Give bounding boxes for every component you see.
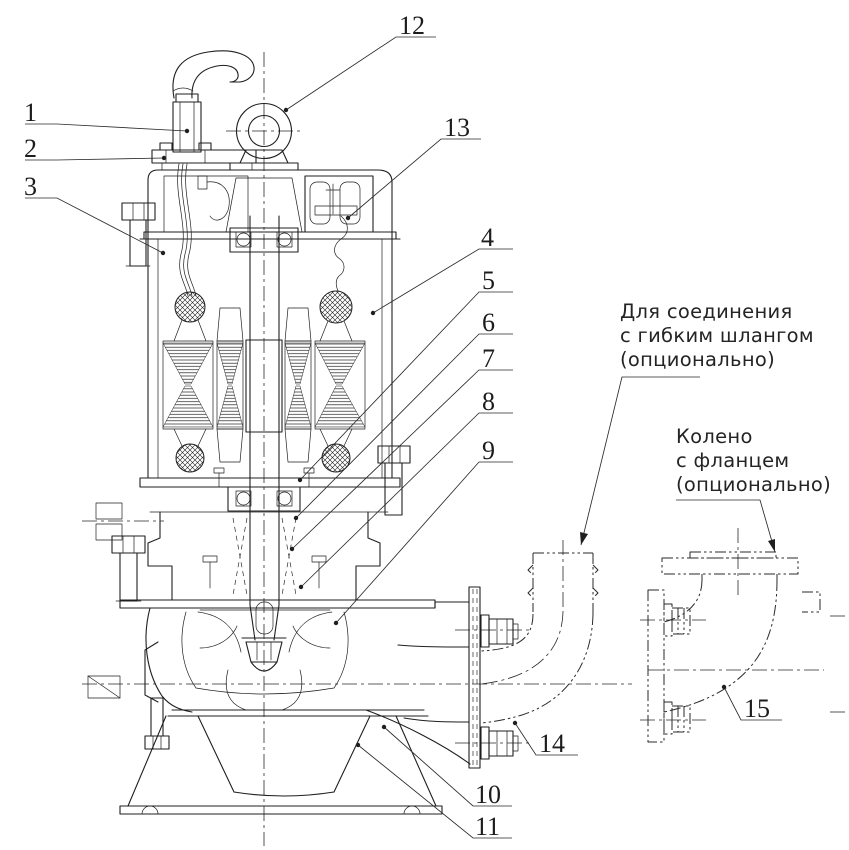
flange-bolts — [480, 614, 519, 760]
flanged-elbow-arrowhead — [768, 539, 775, 552]
impeller — [197, 601, 333, 653]
seal-housing — [95, 502, 381, 601]
leader-4 — [372, 248, 513, 314]
callout-10: 10 — [475, 780, 501, 809]
leader-8 — [300, 412, 513, 588]
stator-windings — [162, 307, 366, 463]
leader-1 — [25, 123, 188, 132]
callout-13: 13 — [444, 113, 470, 142]
annotation-flanged-elbow: Колено с фланцем (опционально) — [676, 425, 831, 553]
cable-hook — [172, 50, 255, 99]
top-cover — [139, 169, 401, 240]
cable-gland — [172, 93, 202, 153]
volute-casing — [119, 599, 471, 765]
callout-7: 7 — [482, 344, 495, 373]
callout-3: 3 — [24, 172, 37, 201]
flexible-hose-line-2: с гибким шлангом — [620, 324, 814, 347]
leader-2 — [25, 157, 165, 161]
flanged-elbow-optional — [647, 551, 821, 743]
flanged-elbow-line-2: с фланцем — [676, 449, 789, 472]
leader-7 — [291, 369, 513, 550]
leader-6 — [295, 333, 513, 519]
flanged-elbow-line-1: Колено — [676, 425, 753, 448]
callout-14: 14 — [539, 729, 565, 758]
callout-6: 6 — [482, 308, 495, 337]
flexible-hose-line-1: Для соединения — [620, 300, 793, 323]
junction-box — [177, 163, 230, 297]
lower-bearing — [213, 467, 315, 512]
callout-9: 9 — [482, 436, 495, 465]
impeller-nut — [225, 637, 303, 711]
callout-1: 1 — [24, 98, 37, 127]
upper-bearing — [229, 227, 299, 253]
leader-10 — [383, 726, 512, 807]
callout-8: 8 — [482, 387, 495, 416]
leader-13 — [347, 138, 481, 219]
callout-15: 15 — [744, 694, 770, 723]
leader-9 — [335, 461, 513, 624]
base-stand — [87, 675, 443, 815]
callout-labels: 1 2 3 4 5 6 7 8 9 10 11 12 13 14 15 — [24, 11, 770, 841]
motor-housing — [139, 238, 401, 513]
hose-elbow-optional — [480, 552, 599, 724]
flexible-hose-line-3: (опционально) — [620, 348, 775, 371]
terminal-block — [304, 175, 374, 292]
leader-15 — [723, 686, 782, 721]
leader-11 — [357, 744, 512, 839]
gland-plate — [151, 142, 257, 171]
callout-4: 4 — [481, 223, 494, 252]
flanged-elbow-arrow-line — [676, 499, 776, 553]
callout-12: 12 — [399, 11, 425, 40]
callout-leaders — [25, 36, 782, 839]
centerlines — [82, 52, 849, 846]
discharge-flange — [468, 586, 481, 769]
coil-ends — [173, 290, 353, 473]
callout-5: 5 — [482, 266, 495, 295]
callout-2: 2 — [24, 134, 37, 163]
leader-14 — [514, 722, 578, 756]
flexible-hose-arrow-line — [580, 376, 700, 546]
leader-12 — [285, 36, 436, 111]
flanged-elbow-line-3: (опционально) — [676, 473, 831, 496]
callout-11: 11 — [475, 812, 500, 841]
annotation-flexible-hose: Для соединения с гибким шлангом (опциона… — [580, 300, 814, 546]
leader-3 — [25, 197, 164, 254]
rotor-shaft — [245, 215, 283, 606]
side-bolts — [111, 202, 411, 602]
mechanical-seal — [202, 517, 327, 596]
leader-5 — [299, 291, 513, 481]
flexible-hose-arrowhead — [580, 532, 588, 545]
